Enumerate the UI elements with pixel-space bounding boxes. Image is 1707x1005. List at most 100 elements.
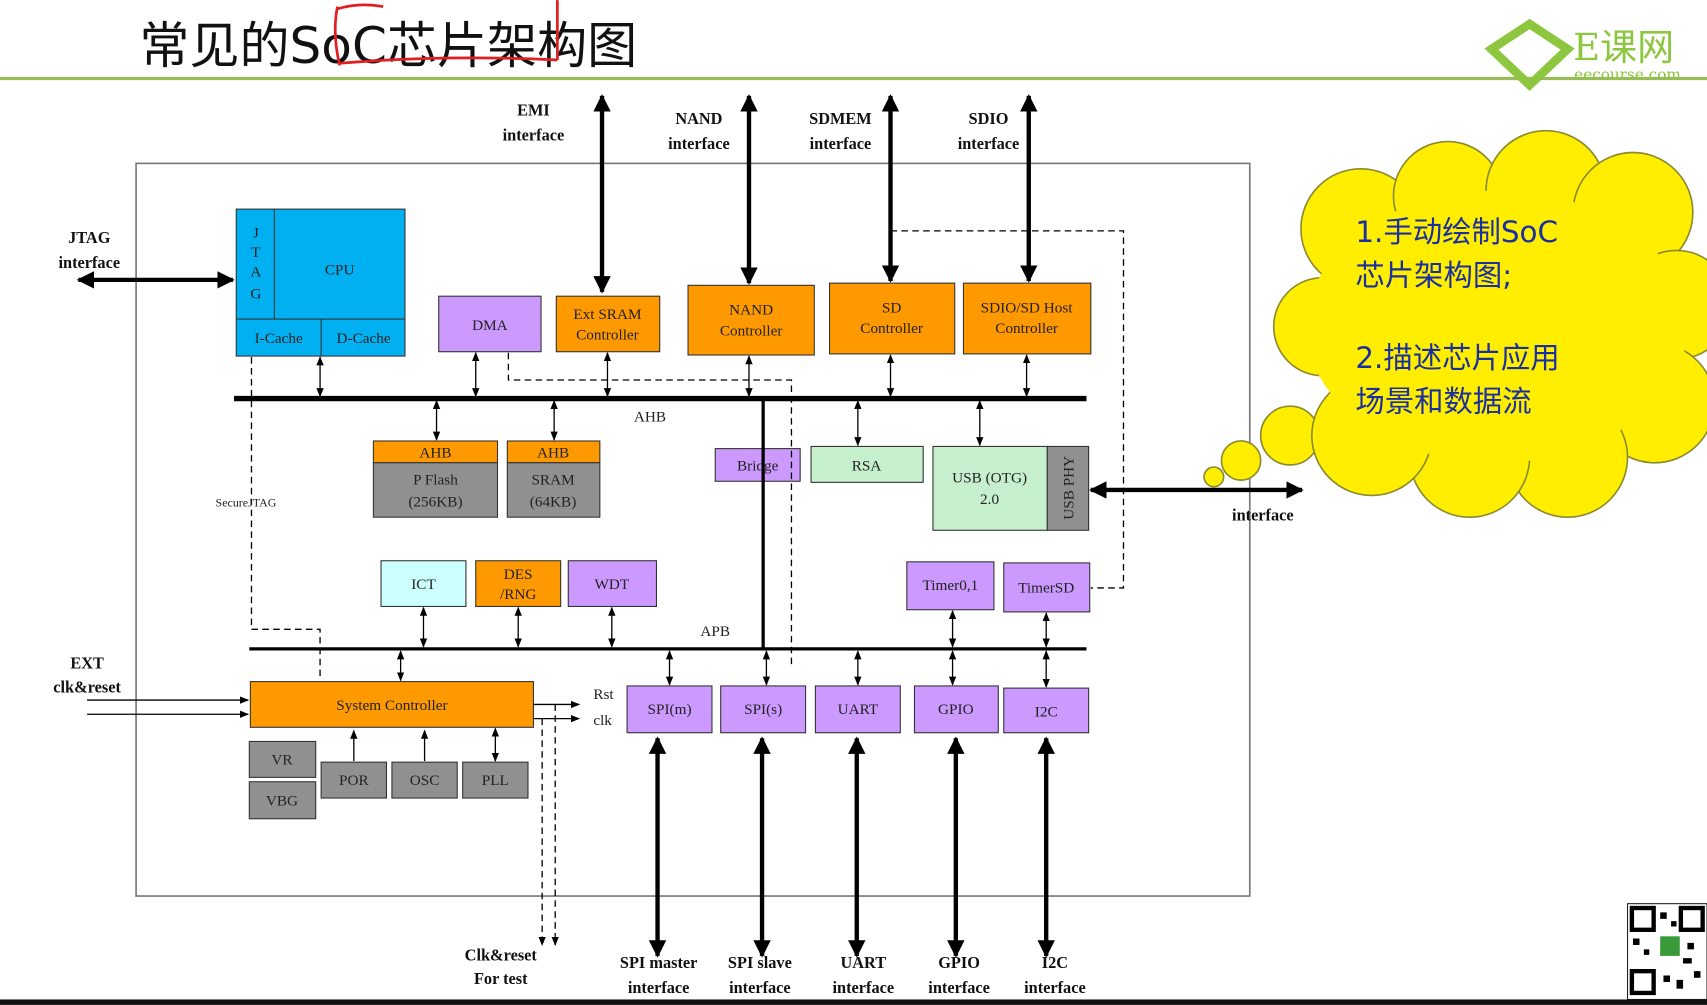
bus-connections <box>316 351 1050 762</box>
extsram-controller-block <box>555 295 661 353</box>
rsa-block <box>810 445 924 483</box>
svg-text:芯片架构图;: 芯片架构图; <box>1355 258 1512 292</box>
jtag-label: JTAG <box>68 228 111 247</box>
svg-text:Controller: Controller <box>720 322 783 339</box>
svg-text:Ext SRAM: Ext SRAM <box>573 306 642 323</box>
svg-text:GPIO: GPIO <box>938 701 974 718</box>
svg-text:J: J <box>253 224 259 241</box>
dashed-signals <box>250 230 1125 946</box>
svg-text:WDT: WDT <box>594 576 629 593</box>
svg-text:clk&reset: clk&reset <box>53 677 121 696</box>
spi-slave-interface-label: SPI slave <box>728 953 792 972</box>
icache: I-Cache <box>255 330 303 347</box>
svg-text:SRAM: SRAM <box>531 472 575 489</box>
svg-text:(256KB): (256KB) <box>408 493 462 510</box>
red-annotation-mark <box>333 0 559 66</box>
svg-text:(64KB): (64KB) <box>530 493 577 510</box>
svg-text:SPI(m): SPI(m) <box>648 701 692 718</box>
svg-text:AHB: AHB <box>537 444 569 461</box>
dcache: D-Cache <box>337 330 391 347</box>
svg-text:interface: interface <box>928 978 990 997</box>
usb-phy-block <box>1046 445 1090 531</box>
svg-text:interface: interface <box>628 978 690 997</box>
clk-test-label: Clk&reset <box>465 945 538 964</box>
sdio-controller-block <box>962 282 1092 355</box>
svg-text:DES: DES <box>504 566 533 583</box>
svg-text:A: A <box>250 264 261 281</box>
ahb-label: AHB <box>634 408 666 425</box>
svg-text:SPI(s): SPI(s) <box>744 701 782 718</box>
svg-text:Controller: Controller <box>860 320 923 337</box>
osc-block <box>391 761 458 799</box>
svg-text:Timer0,1: Timer0,1 <box>923 577 979 594</box>
wdt-block <box>567 560 657 608</box>
svg-text:interface: interface <box>810 134 872 153</box>
svg-text:interface: interface <box>729 978 791 997</box>
svg-text:NAND: NAND <box>729 302 773 319</box>
spi-master-interface-label: SPI master <box>620 953 697 972</box>
svg-text:P Flash: P Flash <box>413 472 458 489</box>
svg-text:SDIO/SD Host: SDIO/SD Host <box>981 300 1074 317</box>
svg-text:UART: UART <box>838 701 879 718</box>
svg-text:RSA: RSA <box>852 457 882 474</box>
apb-label: APB <box>700 623 730 640</box>
svg-text:/RNG: /RNG <box>500 586 536 603</box>
svg-text:interface: interface <box>833 978 895 997</box>
svg-text:CPU: CPU <box>325 261 355 278</box>
cloud-note-1: 1.手动绘制SoC <box>1355 215 1558 249</box>
sdio-label: SDIO <box>969 109 1009 128</box>
pll-block <box>462 761 529 799</box>
svg-text:interface: interface <box>958 134 1020 153</box>
spi-slave-block <box>720 685 807 734</box>
emi-label: EMI <box>517 100 550 119</box>
uart-block <box>814 685 901 734</box>
svg-text:interface: interface <box>668 134 730 153</box>
chip-boundary <box>135 162 1251 897</box>
svg-text:PLL: PLL <box>482 772 509 789</box>
spi-master-block <box>626 685 713 734</box>
nand-label: NAND <box>675 109 722 128</box>
svg-text:interface: interface <box>1024 978 1086 997</box>
svg-text:I2C: I2C <box>1035 703 1058 720</box>
usb-interface-label: interface <box>1232 505 1294 524</box>
svg-text:TimerSD: TimerSD <box>1018 579 1074 596</box>
svg-text:ICT: ICT <box>411 576 436 593</box>
vr-block <box>248 740 317 778</box>
logo-diamond-icon <box>1484 18 1575 91</box>
svg-text:SD: SD <box>882 300 901 317</box>
svg-text:eecourse.com: eecourse.com <box>1574 66 1681 84</box>
por-block <box>320 761 388 799</box>
svg-text:VBG: VBG <box>266 793 298 810</box>
ict-block <box>380 560 467 608</box>
ext-clk-label: EXT <box>70 654 104 673</box>
svg-text:For test: For test <box>474 969 528 988</box>
qr-code <box>1626 903 1707 1001</box>
page-title: 常见的SoC芯片架构图 <box>139 17 637 75</box>
nand-controller-block <box>687 284 815 356</box>
svg-text:USB (OTG): USB (OTG) <box>952 469 1027 486</box>
svg-text:场景和数据流: 场景和数据流 <box>1355 385 1531 419</box>
svg-text:Bridge: Bridge <box>737 457 779 474</box>
rst-label: Rst <box>593 686 614 703</box>
svg-text:AHB: AHB <box>419 444 451 461</box>
bottom-bar <box>0 999 1707 1005</box>
svg-text:interface: interface <box>503 126 565 145</box>
svg-text:Controller: Controller <box>576 327 639 344</box>
svg-text:OSC: OSC <box>410 772 440 789</box>
svg-text:E课网: E课网 <box>1573 26 1674 69</box>
gpio-block <box>913 685 999 734</box>
svg-text:USB PHY: USB PHY <box>1060 456 1077 520</box>
i2c-interface-label: I2C <box>1042 953 1068 972</box>
svg-text:T: T <box>251 244 261 261</box>
svg-text:DMA: DMA <box>472 317 508 334</box>
cloud-note-2: 2.描述芯片应用 <box>1355 341 1559 375</box>
logo: E课网 eecourse.com <box>1484 18 1681 91</box>
timer01-block <box>906 561 995 611</box>
svg-text:VR: VR <box>271 751 293 768</box>
sd-controller-block <box>829 282 956 355</box>
usb-otg-block <box>932 445 1048 531</box>
timersd-block <box>1003 562 1091 613</box>
svg-text:2.0: 2.0 <box>980 491 999 508</box>
svg-text:interface: interface <box>58 253 120 272</box>
